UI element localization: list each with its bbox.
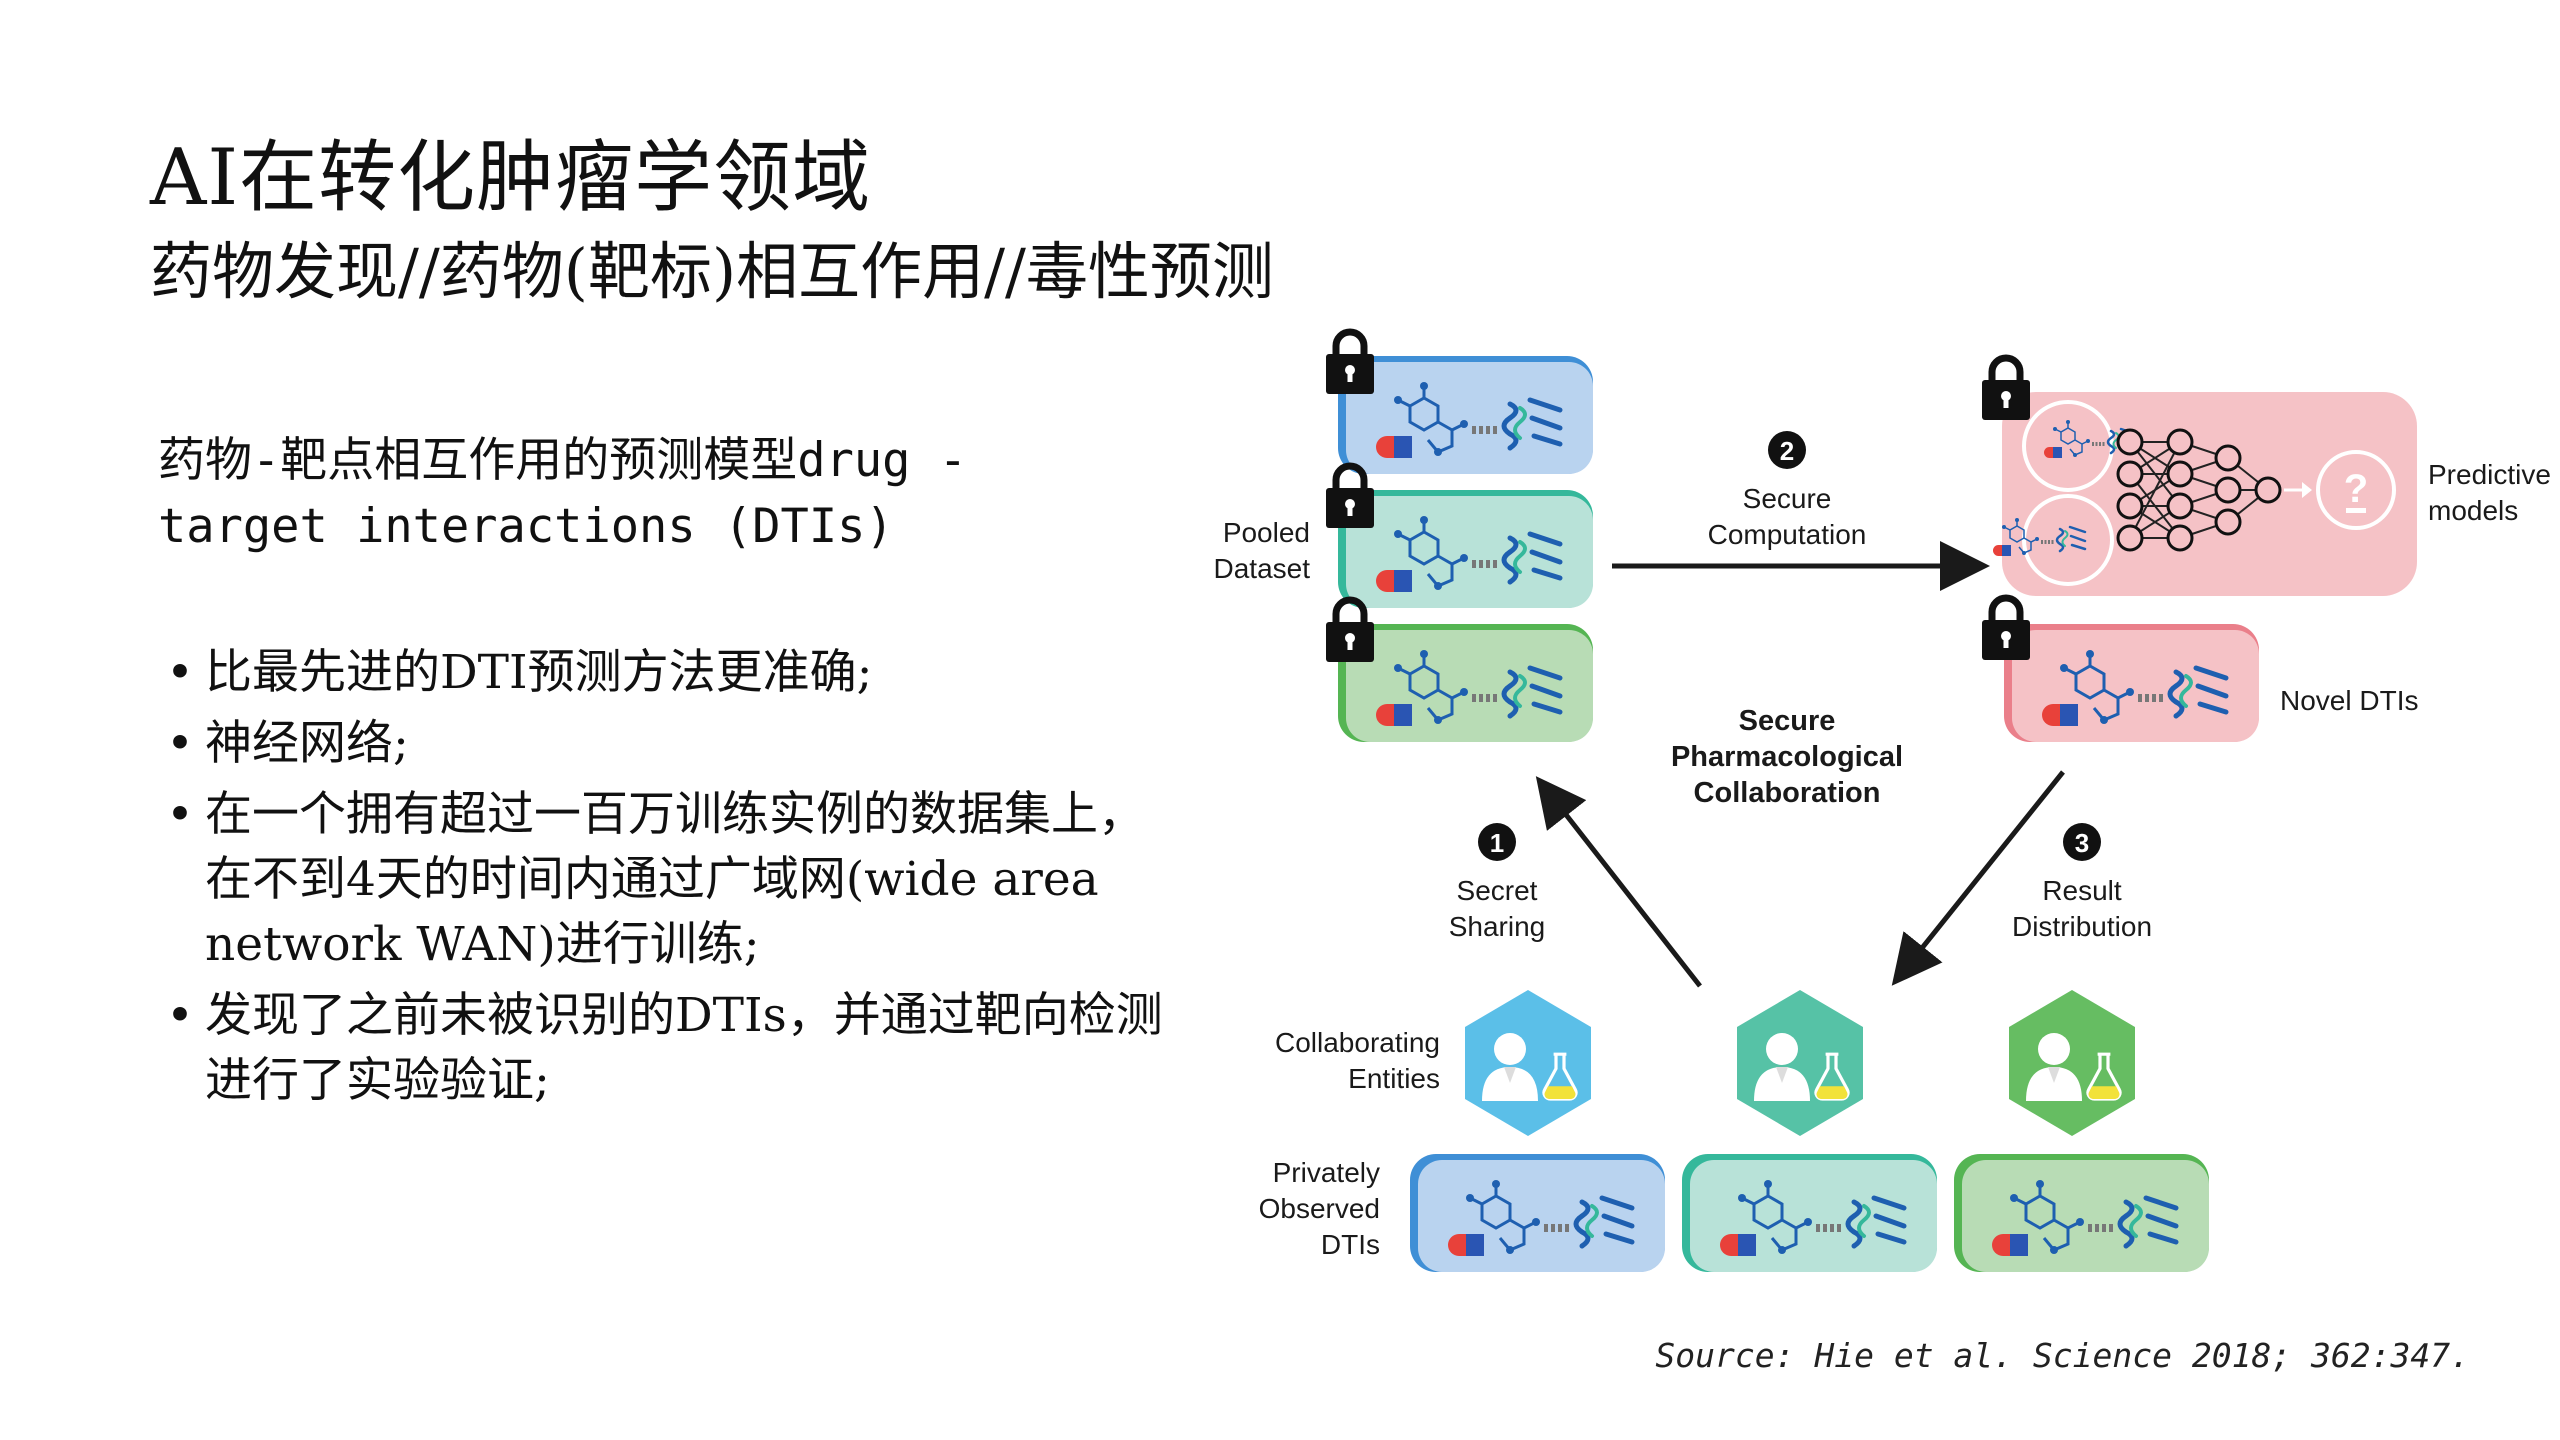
- step-1-badge: [1478, 823, 1516, 861]
- lock-icon: [1982, 358, 2030, 420]
- bullet-marker: •: [166, 787, 194, 842]
- bullet-item: •发现了之前未被识别的DTIs，并通过靶向检测进行了实验验证;: [165, 983, 1185, 1113]
- lock-icon: [1326, 600, 1374, 662]
- bullet-marker: •: [166, 716, 194, 771]
- secret-sharing-arrow: [1535, 776, 1702, 988]
- bullet-text: 在一个拥有超过一百万训练实例的数据集上，在不到4天的时间内通过广域网(wide …: [205, 787, 1145, 972]
- bullet-marker: •: [166, 988, 194, 1043]
- slide-title: AI在转化肿瘤学领域: [150, 133, 872, 223]
- question-mark: ?: [2344, 467, 2368, 511]
- step-2-badge: [1768, 431, 1806, 469]
- bullet-text: 比最先进的DTI预测方法更准确;: [205, 645, 873, 700]
- pooled-card-blue: [1338, 356, 1593, 474]
- step-3-number: 3: [2075, 828, 2089, 858]
- lock-icon: [1326, 466, 1374, 528]
- pooled-card-teal: [1338, 490, 1593, 608]
- section-heading: 药物-靶点相互作用的预测模型drug - target interactions…: [158, 433, 968, 554]
- private-card-teal: [1682, 1154, 1937, 1272]
- step-3-badge: [2063, 823, 2101, 861]
- private-card-blue: [1410, 1154, 1665, 1272]
- bullet-item: •在一个拥有超过一百万训练实例的数据集上，在不到4天的时间内通过广域网(wide…: [165, 782, 1185, 977]
- entity-hexagon-teal: [1737, 990, 1863, 1136]
- step-2-number: 2: [1780, 436, 1794, 466]
- pooled-card-green: [1338, 624, 1593, 742]
- private-card-green: [1954, 1154, 2209, 1272]
- novel-dtis-label: Novel DTIs: [2280, 685, 2418, 716]
- result-distribution-arrow: [1891, 770, 2065, 986]
- novel-dtis-card: [2004, 624, 2259, 742]
- entity-hexagon-green: [2009, 990, 2135, 1136]
- bullet-text: 神经网络;: [205, 716, 409, 771]
- bullet-list: •比最先进的DTI预测方法更准确; •神经网络; •在一个拥有超过一百万训练实例…: [165, 640, 1185, 1119]
- bullet-marker: •: [166, 645, 194, 700]
- lock-icon: [1326, 332, 1374, 394]
- entity-hexagon-blue: [1465, 990, 1591, 1136]
- step-1-number: 1: [1490, 828, 1504, 858]
- bullet-item: •比最先进的DTI预测方法更准确;: [165, 640, 1185, 705]
- lock-icon: [1982, 598, 2030, 660]
- bullet-text: 发现了之前未被识别的DTIs，并通过靶向检测进行了实验验证;: [205, 988, 1163, 1108]
- predictive-model-panel: ?: [1991, 392, 2417, 596]
- bullet-item: •神经网络;: [165, 711, 1185, 776]
- slide-subtitle: 药物发现//药物(靶标)相互作用//毒性预测: [150, 235, 1274, 308]
- source-citation: Source: Hie et al. Science 2018; 362:347…: [1655, 1336, 2470, 1375]
